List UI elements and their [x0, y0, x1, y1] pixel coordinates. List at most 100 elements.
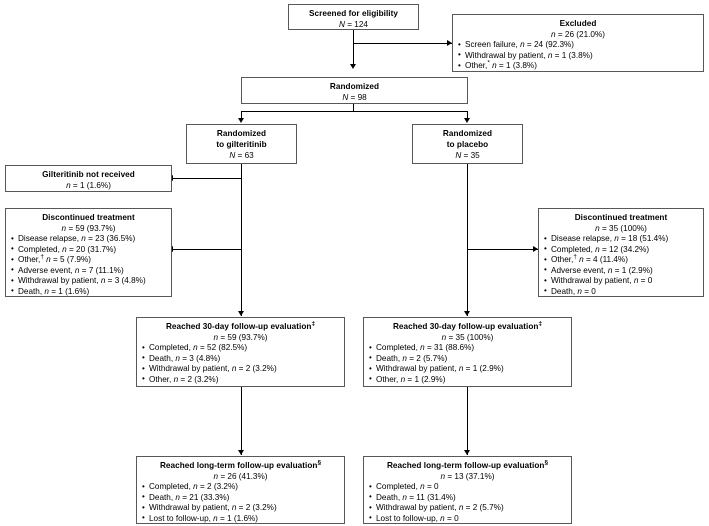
node-item-list: Disease relapse, n = 18 (51.4%) Complete…	[544, 234, 698, 298]
n-italic: n	[231, 503, 237, 513]
node-heading: Screened for eligibility	[308, 9, 398, 18]
item-stat: = 4 (11.4%)	[583, 255, 628, 265]
N-italic: N	[229, 151, 236, 160]
node-count-value: = 59 (93.7%)	[66, 224, 116, 233]
item-label: Other,	[18, 255, 41, 265]
list-item: Completed, n = 31 (88.6%)	[369, 343, 566, 354]
node-30day-followup-gilteritinib: Reached 30-day follow-up evaluation‡ n =…	[136, 317, 345, 387]
n-italic: n	[175, 353, 180, 363]
node-count: N = 124	[294, 19, 413, 30]
n-italic: n	[61, 224, 67, 233]
node-item-list: Completed, n = 52 (82.5%) Death, n = 3 (…	[142, 343, 339, 385]
node-count-value: = 35	[461, 151, 480, 160]
n-italic: n	[173, 374, 179, 384]
node-randomized-to-gilteritinib: Randomized to gilteritinib N = 63	[186, 124, 297, 164]
item-label: Other,	[149, 374, 174, 384]
list-item: Disease relapse, n = 18 (51.4%)	[544, 234, 698, 245]
item-label: Death,	[18, 286, 45, 296]
node-heading-line1: Randomized	[216, 129, 267, 138]
list-item: Withdrawal by patient, n = 0	[544, 276, 698, 287]
node-heading-text: Reached long-term follow-up evaluation	[386, 461, 545, 470]
list-item: Adverse event, n = 7 (11.1%)	[11, 265, 166, 277]
connector-to-disc-left	[172, 249, 242, 250]
n-italic: n	[46, 255, 51, 265]
item-stat: = 0	[444, 513, 459, 523]
node-count: N = 98	[247, 92, 462, 103]
node-heading-line2: to gilteritinib	[216, 140, 267, 149]
item-label: Completed,	[18, 244, 63, 254]
n-italic: n	[66, 181, 71, 190]
n-italic: n	[577, 286, 582, 296]
item-label: Death,	[376, 492, 403, 502]
list-item: Withdrawal by patient, n = 2 (3.2%)	[142, 503, 339, 514]
node-item-list: Completed, n = 0 Death, n = 11 (31.4%) W…	[369, 482, 566, 524]
arrowhead-fu30-left	[238, 311, 244, 316]
list-item: Completed, n = 0	[369, 482, 566, 493]
node-heading: Discontinued treatment	[574, 213, 668, 222]
arrowhead-rand-gilteritinib	[238, 118, 244, 123]
connector-to-disc-right	[467, 249, 538, 250]
connector-fu30-to-fulong-right	[467, 387, 468, 455]
item-stat: = 12 (34.2%)	[599, 244, 650, 254]
list-item: Death, n = 21 (33.3%)	[142, 492, 339, 504]
item-label: Lost to follow-up,	[376, 513, 441, 523]
n-italic: n	[595, 244, 600, 254]
item-stat: = 3 (4.8%)	[105, 276, 146, 286]
item-stat: = 2 (5.7%)	[463, 503, 504, 513]
n-italic: n	[402, 492, 407, 502]
n-italic: n	[175, 492, 180, 502]
node-heading-line2: to placebo	[446, 140, 489, 149]
item-label: Withdrawal by patient,	[149, 364, 232, 374]
node-heading-text: Reached 30-day follow-up evaluation	[165, 322, 312, 331]
list-item: Completed, n = 2 (3.2%)	[142, 482, 339, 493]
node-count: N = 35	[418, 150, 517, 161]
list-item: Completed, n = 20 (31.7%)	[11, 244, 166, 256]
node-count: n = 26 (41.3%)	[142, 471, 339, 482]
item-stat: = 2 (3.2%)	[178, 374, 219, 384]
item-label: Death,	[376, 353, 403, 363]
n-italic: n	[420, 343, 425, 352]
node-count: n = 35 (100%)	[544, 223, 698, 234]
arrowhead-rand-placebo	[464, 118, 470, 123]
item-stat: = 24 (92.3%)	[524, 40, 575, 49]
n-italic: n	[44, 286, 49, 296]
item-stat: = 0	[424, 482, 439, 491]
node-heading-line1: Randomized	[442, 129, 493, 138]
node-count-value: = 59 (93.7%)	[218, 333, 268, 342]
node-heading: Reached 30-day follow-up evaluation‡	[142, 321, 339, 332]
item-stat: = 11 (31.4%)	[406, 492, 456, 502]
item-label: Completed,	[376, 343, 421, 352]
node-gilteritinib-not-received: Gilteritinib not received n = 1 (1.6%)	[5, 165, 172, 192]
connector-screened-to-excluded	[353, 43, 452, 44]
n-italic: n	[520, 40, 525, 49]
item-label: Withdrawal by patient,	[18, 276, 101, 286]
node-heading: Randomized	[329, 82, 380, 91]
node-item-list: Completed, n = 31 (88.6%) Death, n = 2 (…	[369, 343, 566, 385]
node-heading: Gilteritinib not received	[42, 170, 135, 179]
node-randomized-to-placebo: Randomized to placebo N = 35	[412, 124, 523, 164]
list-item: Death, n = 0	[544, 286, 698, 298]
item-label: Screen failure,	[465, 40, 521, 49]
item-stat: = 5 (7.9%)	[50, 255, 91, 265]
node-heading-text: Reached long-term follow-up evaluation	[159, 461, 318, 470]
node-discontinued-treatment-placebo: Discontinued treatment n = 35 (100%) Dis…	[538, 208, 704, 297]
connector-fu30-to-fulong-left	[241, 387, 242, 455]
n-italic: n	[551, 30, 556, 39]
node-heading: Reached long-term follow-up evaluation§	[369, 460, 566, 471]
item-label: Adverse event,	[551, 265, 608, 275]
node-screened-for-eligibility: Screened for eligibility N = 124	[288, 4, 419, 30]
footnote-marker-dagger: †	[573, 253, 577, 261]
item-stat: = 0	[638, 276, 653, 286]
item-label: Completed,	[149, 343, 194, 352]
item-label: Disease relapse,	[551, 234, 615, 243]
node-count-value: = 124	[344, 20, 368, 29]
item-stat: = 20 (31.7%)	[66, 244, 117, 254]
node-count: n = 35 (100%)	[369, 332, 566, 343]
list-item: Withdrawal by patient, n = 2 (3.2%)	[142, 364, 339, 375]
node-count-value: = 35 (100%)	[446, 333, 494, 342]
item-stat: = 1 (1.6%)	[48, 286, 90, 296]
node-item-list: Completed, n = 2 (3.2%) Death, n = 21 (3…	[142, 482, 339, 524]
footnote-marker-section: §	[544, 459, 549, 467]
item-stat: = 7 (11.1%)	[79, 265, 124, 275]
arrowhead-disc-right	[533, 246, 538, 252]
